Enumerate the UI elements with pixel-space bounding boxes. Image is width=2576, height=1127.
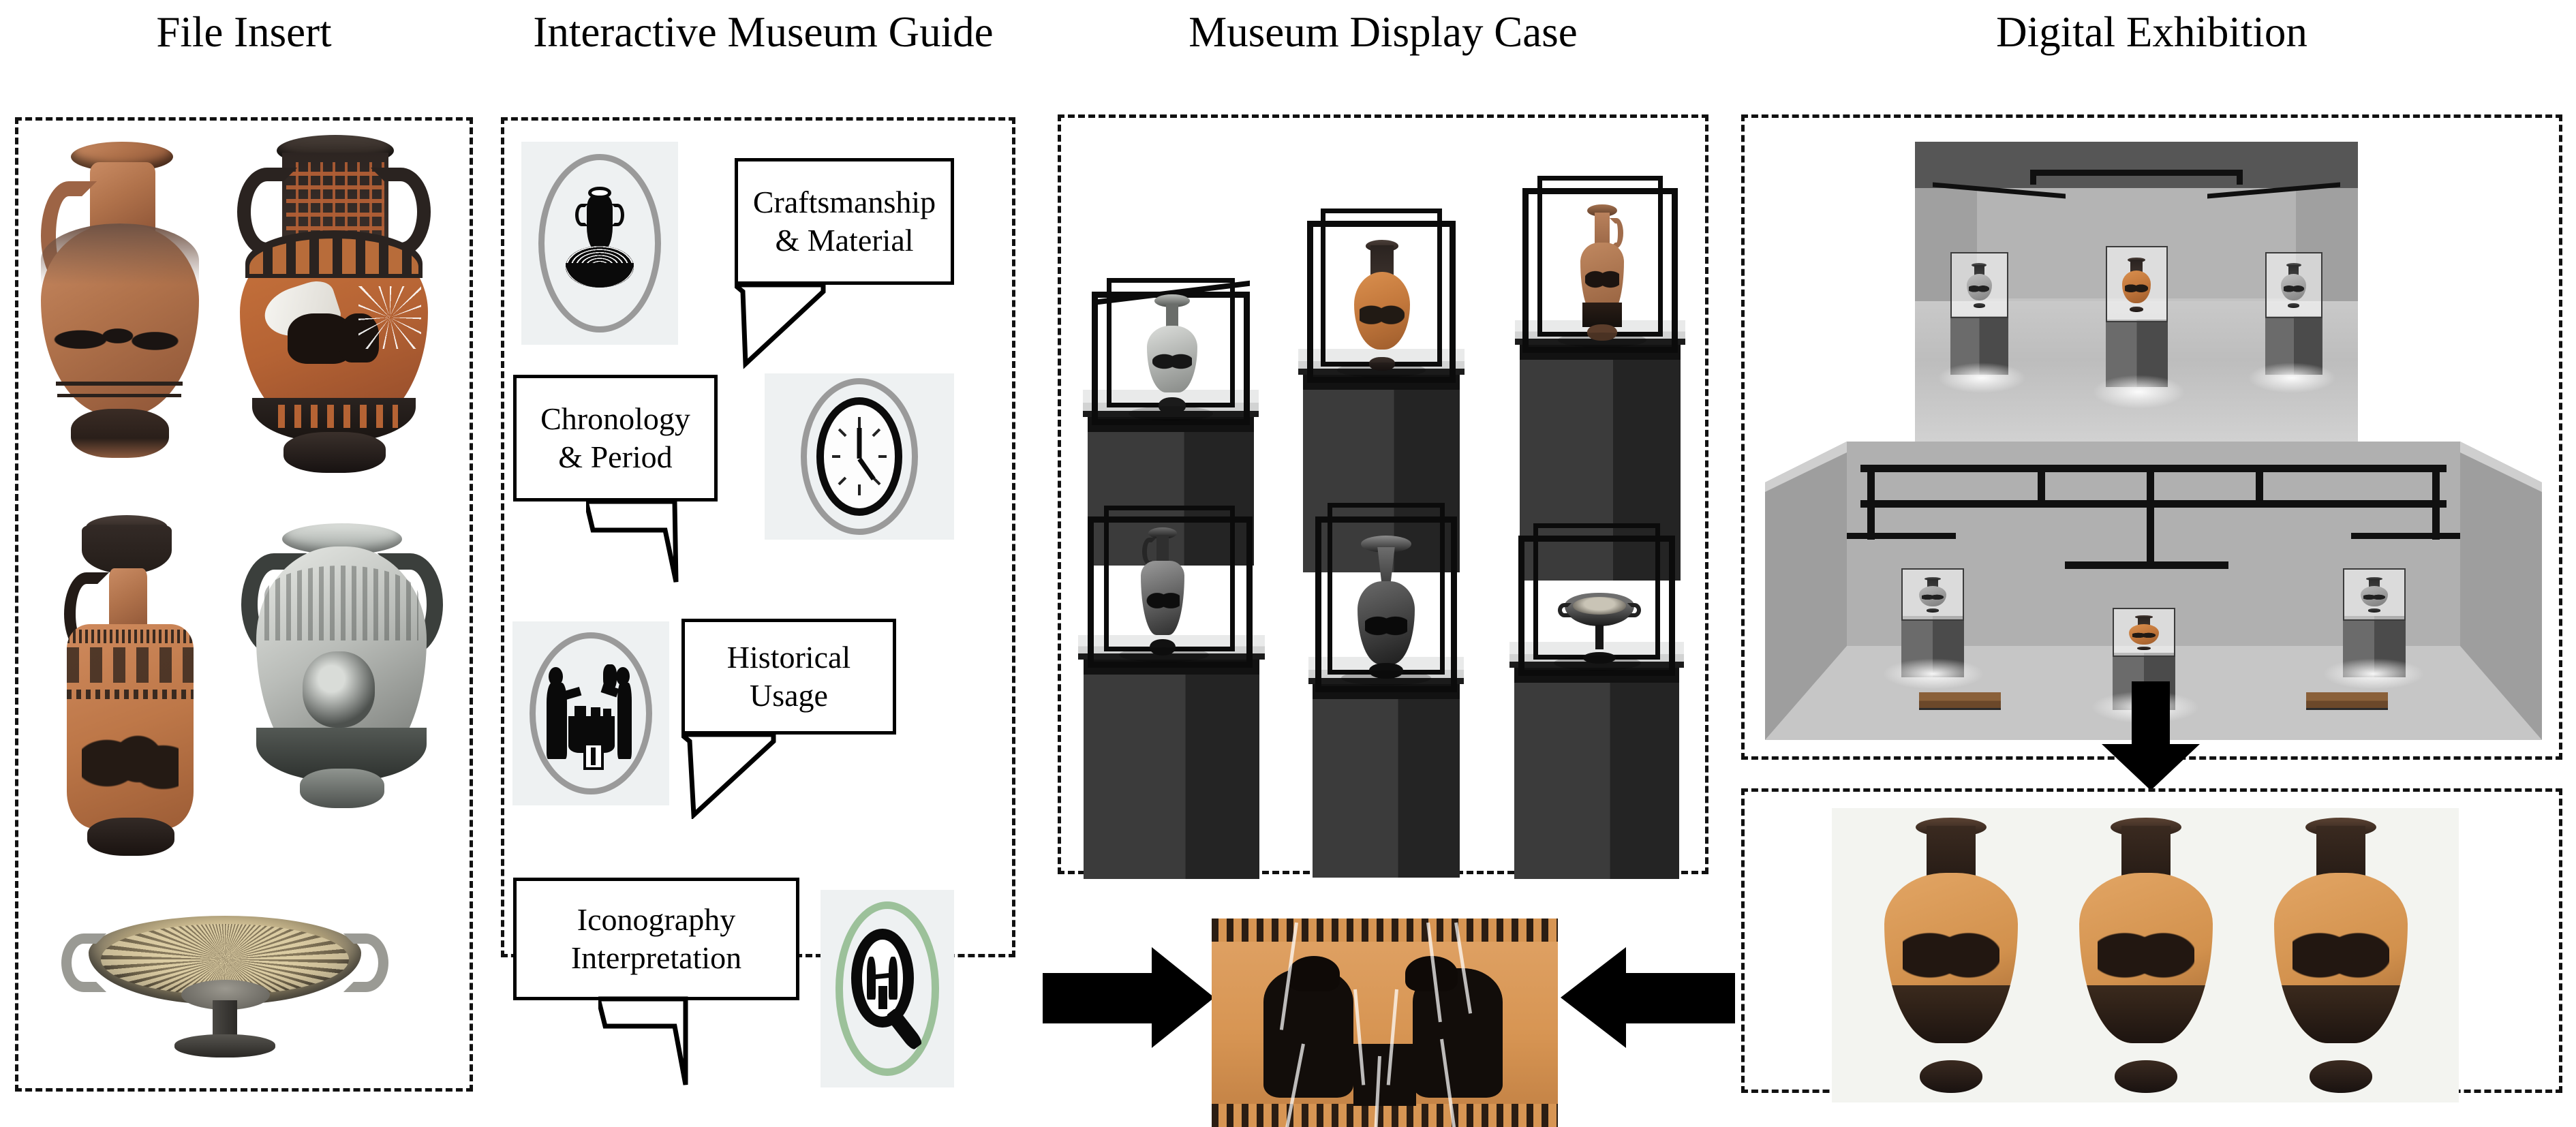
historical-usage-bubble-tail	[681, 732, 776, 819]
vase-terracotta-jug-with-handle	[35, 142, 206, 469]
page-title-interactive-museum-guide: Interactive Museum Guide	[533, 8, 994, 56]
virtual-gallery-perspective-room	[1765, 442, 2542, 740]
bubble-line-1: Historical	[726, 639, 851, 675]
arrow-gallery-to-triple-icon	[2102, 681, 2200, 790]
magnifier-iconography-icon-tile[interactable]	[821, 890, 954, 1087]
iconography-interpretation-bubble[interactable]: Iconography Interpretation	[513, 878, 799, 1000]
gallery-case-center	[2105, 246, 2168, 387]
bubble-line-2: Usage	[750, 678, 828, 713]
arrow-triple-to-detail-icon	[1561, 947, 1735, 1048]
vase-grey-glaze-amphora	[229, 523, 454, 850]
iconography-bubble-tail	[598, 996, 688, 1085]
potters-wheel-vase-icon-tile[interactable]	[521, 142, 678, 345]
rendered-amphora	[1863, 818, 2039, 1093]
vase-grey-lekythos	[1141, 294, 1203, 414]
vase-black-figure-lekythos	[49, 515, 206, 863]
market-scene-icon	[530, 632, 652, 794]
page-title-file-insert: File Insert	[156, 8, 332, 56]
virtual-gallery-upper-view	[1915, 142, 2358, 448]
gallery-case-right	[2265, 252, 2322, 375]
display-case-black-kylix[interactable]	[1509, 522, 1685, 879]
bubble-line-2: Interpretation	[570, 940, 742, 975]
bubble-line-1: Iconography	[577, 901, 736, 937]
market-scene-icon-tile[interactable]	[512, 621, 669, 805]
vase-black-lekythos	[1133, 527, 1193, 655]
iconography-detail-photo	[1212, 918, 1558, 1127]
clock-icon	[800, 378, 919, 535]
magnifier-iconography-icon	[835, 901, 940, 1076]
rendered-amphora	[2253, 818, 2429, 1093]
clock-icon-tile[interactable]	[765, 373, 954, 540]
room-case-right	[2343, 568, 2406, 677]
page-title-museum-display-case: Museum Display Case	[1189, 8, 1578, 56]
rendered-amphora	[2058, 818, 2234, 1093]
vase-black-olpe	[1351, 536, 1422, 679]
gallery-case-left	[1950, 252, 2008, 375]
gallery-bench-right	[2306, 692, 2388, 710]
display-case-grey-lekythos[interactable]	[1082, 225, 1259, 566]
vase-black-kylix	[1558, 591, 1641, 664]
file-insert-panel	[15, 117, 473, 1092]
historical-usage-bubble[interactable]: Historical Usage	[681, 619, 896, 735]
chronology-bubble-tail	[586, 499, 679, 583]
chronology-period-bubble[interactable]: Chronology & Period	[513, 375, 718, 501]
bubble-line-1: Chronology	[540, 401, 690, 436]
vase-red-amphora	[1348, 237, 1416, 371]
bubble-line-2: & Material	[775, 223, 914, 258]
vase-terracotta-jug	[1571, 204, 1633, 341]
craftsmanship-bubble-tail	[735, 282, 826, 369]
arrow-guide-to-detail-icon	[1043, 947, 1214, 1048]
three-rendered-amphorae-image	[1832, 808, 2459, 1102]
page-title-digital-exhibition: Digital Exhibition	[1996, 8, 2307, 56]
gallery-bench-left	[1919, 692, 2001, 710]
display-case-terracotta-jug[interactable]	[1514, 139, 1686, 581]
vase-kylix-drinking-cup	[61, 899, 388, 1070]
display-case-black-olpe[interactable]	[1308, 496, 1465, 878]
bubble-line-1: Craftsmanship	[752, 184, 936, 219]
vase-black-figure-amphora-winged	[225, 135, 443, 476]
display-case-black-lekythos[interactable]	[1078, 506, 1265, 879]
bubble-line-2: & Period	[558, 439, 673, 474]
craftsmanship-material-bubble[interactable]: Craftsmanship & Material	[735, 158, 954, 285]
potters-wheel-vase-icon	[538, 153, 661, 333]
